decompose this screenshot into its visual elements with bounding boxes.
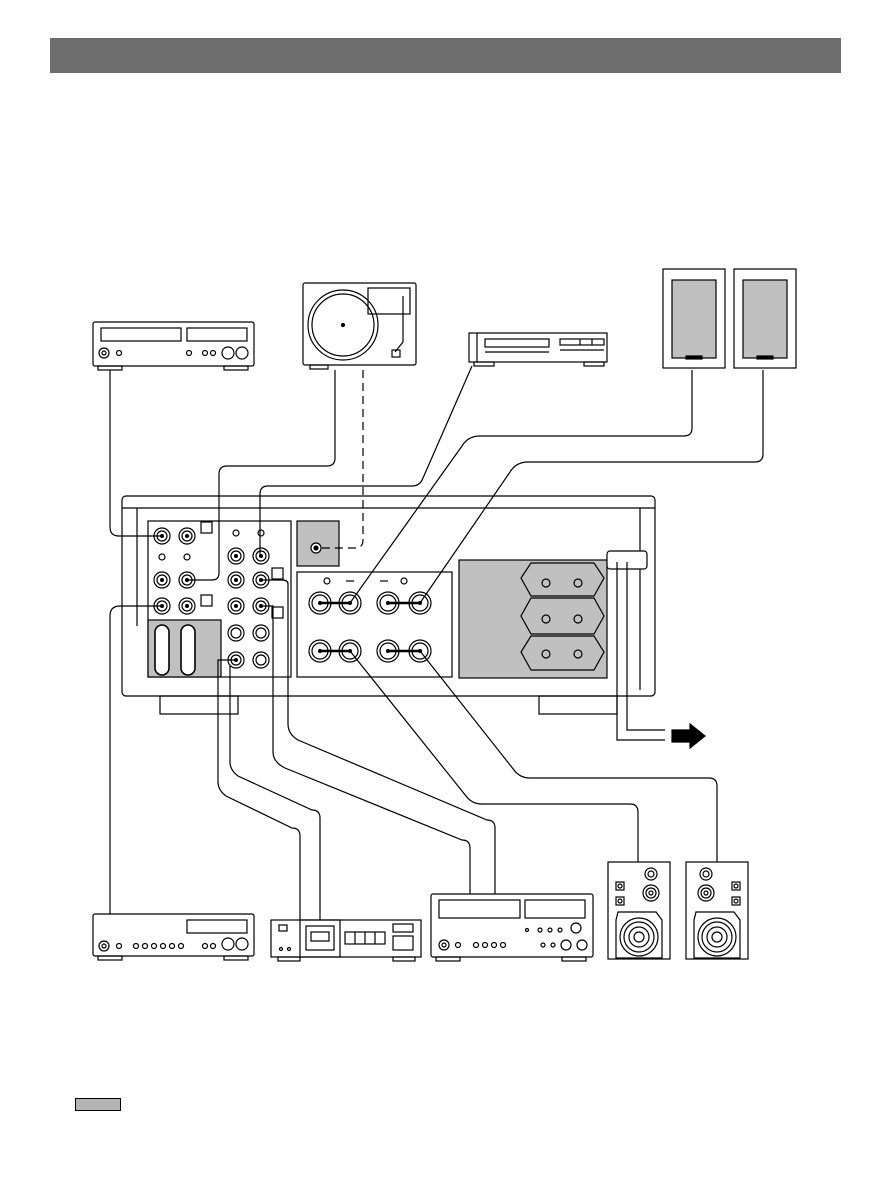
cassette-deck-icon [270,919,422,962]
legend-swatch [75,1098,121,1111]
turntable-icon [302,282,417,370]
amplifier-rear-panel-icon [121,495,656,715]
speaker-3way-2-icon [685,861,749,960]
cd-player-icon [468,332,608,367]
tuner-icon [92,321,255,371]
cable-turntable [187,370,336,581]
cable-speaker-left [349,370,693,604]
arrow-right-icon [671,722,706,750]
speaker-left-icon [662,268,726,369]
cable-speaker-3way-2 [419,650,718,862]
ground-wire-turntable [318,370,364,549]
tuner-2-icon [92,913,255,961]
cable-tape-deck [261,579,496,894]
cable-tuner [109,370,162,537]
speaker-right-icon [733,268,797,369]
cable-bottom-tuner [109,605,162,914]
speaker-3way-icon [607,861,671,960]
cable-speaker-right [419,370,764,604]
cable-cassette-deck [217,659,321,920]
cable-cd-player [259,365,473,556]
header-bar [50,38,841,73]
power-cord-icon [616,562,665,741]
tape-deck-icon [430,893,594,962]
cable-speaker-3way [349,650,639,862]
